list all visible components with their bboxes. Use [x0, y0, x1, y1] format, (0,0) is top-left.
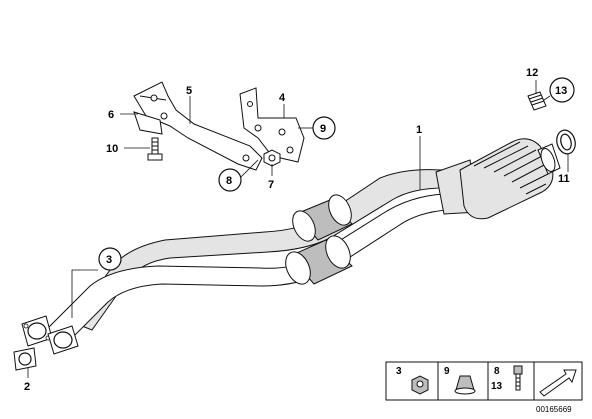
direction-arrow-icon: [539, 369, 577, 397]
svg-text:3: 3: [396, 366, 402, 377]
callout-13: 13: [555, 85, 567, 97]
legend-item-3[interactable]: 3: [396, 366, 429, 395]
legend-item-9[interactable]: 9: [444, 366, 476, 395]
bolt[interactable]: [147, 137, 163, 161]
pre-catalyst-upper: [292, 194, 353, 242]
pre-catalyst-lower: [285, 235, 353, 285]
callout-4: 4: [279, 92, 286, 104]
parts-legend: 3 9 8 13 00165669: [385, 361, 583, 414]
bracket-hanger[interactable]: [133, 81, 263, 171]
hex-nut[interactable]: [263, 149, 281, 167]
document-number: 00165669: [536, 405, 572, 414]
callout-2: 2: [24, 381, 30, 393]
callout-5: 5: [186, 85, 192, 97]
callout-labels: 1 2 3 4 5 6 7 8 9 10 11 12 13: [24, 67, 575, 393]
callout-6: 6: [108, 109, 114, 121]
callout-9-circle: [312, 116, 336, 140]
svg-text:13: 13: [491, 381, 503, 392]
callout-8: 8: [226, 175, 232, 187]
callout-3-circle: [98, 247, 122, 271]
callout-13-circle: [549, 77, 575, 103]
svg-text:8: 8: [494, 366, 500, 377]
gasket[interactable]: [13, 347, 37, 371]
leader-lines: [27, 80, 569, 378]
sealing-ring[interactable]: [554, 128, 578, 156]
callout-12: 12: [526, 67, 538, 79]
callout-3: 3: [106, 254, 112, 266]
exhaust-pipe-assembly[interactable]: [21, 138, 561, 355]
spring[interactable]: [527, 91, 547, 111]
svg-text:9: 9: [444, 366, 450, 377]
callout-9: 9: [320, 123, 326, 135]
legend-item-8-13[interactable]: 8 13: [491, 365, 523, 392]
front-flanges: [21, 315, 79, 355]
callout-10: 10: [106, 143, 118, 155]
callout-1: 1: [416, 124, 422, 136]
callout-7: 7: [268, 179, 274, 191]
callout-8-circle: [218, 168, 242, 192]
callout-11: 11: [558, 173, 570, 185]
bracket-plate[interactable]: [239, 87, 305, 163]
main-catalytic-converter: [459, 138, 561, 220]
